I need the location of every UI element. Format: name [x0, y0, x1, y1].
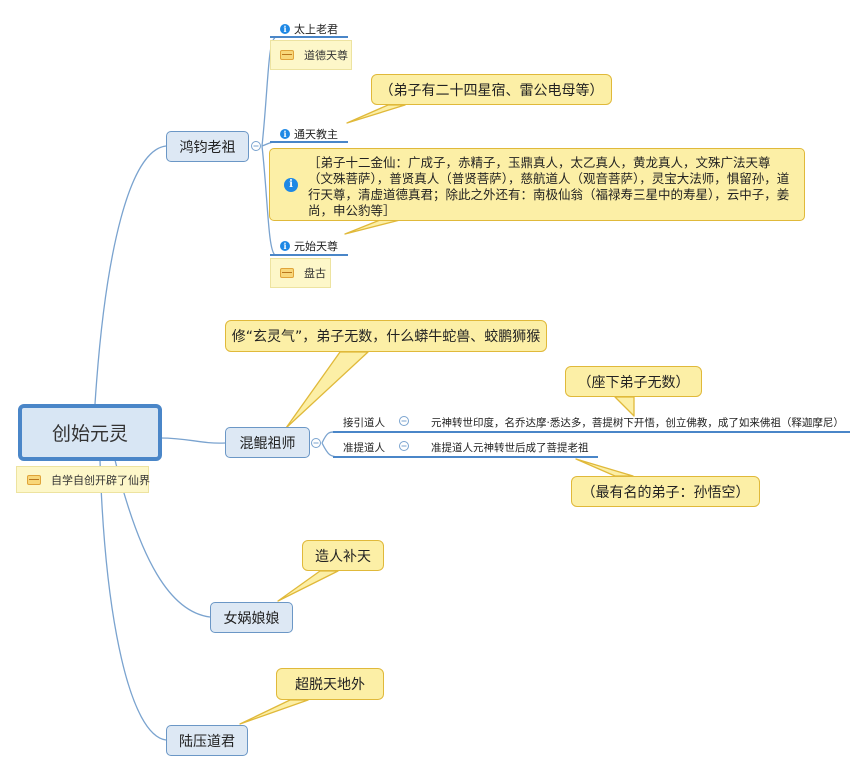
- subtopic-yuanshi-label: 元始天尊: [294, 240, 338, 253]
- callout-nvwa[interactable]: 造人补天: [302, 540, 384, 571]
- detail-jieyin-text: 元神转世印度，名乔达摩·悉达多，菩提树下开悟，创立佛教，成了如来佛祖（释迦摩尼）: [431, 417, 844, 429]
- subtopic-yuanshi[interactable]: i 元始天尊: [280, 238, 338, 254]
- subtopic-jieyin[interactable]: 接引道人: [343, 415, 385, 430]
- topic-luya[interactable]: 陆压道君: [166, 725, 248, 756]
- note-icon: [27, 474, 41, 485]
- topic-nvwa-label: 女娲娘娘: [223, 610, 280, 627]
- callout-pointer-jieyin: [614, 396, 635, 417]
- callout-pointer-luya: [239, 699, 309, 725]
- detail-zhunti[interactable]: 准提道人元神转世后成了菩提老祖: [431, 440, 589, 455]
- callout-tongtian[interactable]: （弟子有二十四星宿、雷公电母等）: [371, 74, 612, 105]
- subtopic-tongtian-label: 通天教主: [294, 128, 338, 141]
- callout-pointer-hunkun: [285, 351, 369, 429]
- subtopic-tongtian[interactable]: i 通天教主: [280, 126, 338, 142]
- info-icon: i: [280, 241, 290, 251]
- root-note[interactable]: 自学自创开辟了仙界: [16, 466, 150, 493]
- topic-hunkun[interactable]: 混鲲祖师: [225, 427, 310, 458]
- callout-tongtian-text: （弟子有二十四星宿、雷公电母等）: [379, 82, 604, 99]
- callout-zhunti[interactable]: （最有名的弟子：孙悟空）: [571, 476, 760, 507]
- note-taishang[interactable]: 道德天尊: [270, 40, 352, 70]
- info-icon: i: [280, 129, 290, 139]
- branch-line-luya: [99, 459, 167, 741]
- callout-yuanshi[interactable]: i ［弟子十二金仙：广成子，赤精子，玉鼎真人，太乙真人，黄龙真人，文殊广法天尊（…: [269, 148, 805, 221]
- branch-line-hunkun: [159, 437, 226, 444]
- callout-zhunti-text: （最有名的弟子：孙悟空）: [581, 484, 750, 501]
- root-topic-label: 创始元灵: [51, 423, 128, 445]
- callout-hunkun-text: 修“玄灵气”，弟子无数，什么蟒牛蛇兽、蛟鹏狮猴: [231, 329, 541, 345]
- info-icon: i: [284, 177, 298, 192]
- topic-hongjun-label: 鸿钧老祖: [179, 139, 236, 156]
- callout-luya[interactable]: 超脱天地外: [276, 668, 384, 700]
- branch-line-zhunti: [321, 442, 341, 458]
- callout-pointer-zhunti: [575, 458, 634, 477]
- detail-jieyin[interactable]: 元神转世印度，名乔达摩·悉达多，菩提树下开悟，创立佛教，成了如来佛祖（释迦摩尼）: [431, 415, 844, 430]
- note-yuanshi[interactable]: 盘古: [270, 258, 331, 288]
- callout-luya-text: 超脱天地外: [295, 677, 365, 693]
- branch-line-nvwa: [114, 459, 211, 618]
- subtopic-zhunti[interactable]: 准提道人: [343, 440, 385, 455]
- callout-jieyin-text: （座下弟子无数）: [577, 374, 690, 391]
- detail-zhunti-text: 准提道人元神转世后成了菩提老祖: [431, 442, 589, 454]
- note-taishang-text: 道德天尊: [304, 49, 348, 62]
- note-icon: [280, 50, 294, 60]
- info-icon: i: [280, 24, 290, 34]
- branch-line-jieyin: [321, 431, 341, 444]
- callout-pointer-yuanshi: [344, 219, 401, 235]
- topic-luya-label: 陆压道君: [179, 733, 235, 750]
- root-topic[interactable]: 创始元灵: [18, 404, 162, 461]
- subtopic-taishang-label: 太上老君: [294, 23, 338, 36]
- note-yuanshi-text: 盘古: [304, 267, 326, 280]
- topic-hunkun-label: 混鲲祖师: [239, 435, 296, 452]
- callout-pointer-tongtian: [346, 104, 406, 124]
- callout-pointer-nvwa: [277, 570, 339, 602]
- callout-jieyin[interactable]: （座下弟子无数）: [565, 366, 702, 397]
- subtopic-taishang[interactable]: i 太上老君: [280, 21, 338, 37]
- topic-hongjun[interactable]: 鸿钧老祖: [166, 131, 249, 162]
- branch-line-yuanshi: [261, 145, 276, 256]
- subtopic-zhunti-label: 准提道人: [343, 442, 385, 454]
- callout-nvwa-text: 造人补天: [315, 548, 371, 565]
- topic-nvwa[interactable]: 女娲娘娘: [210, 602, 293, 633]
- root-note-text: 自学自创开辟了仙界: [51, 473, 150, 487]
- callout-hunkun[interactable]: 修“玄灵气”，弟子无数，什么蟒牛蛇兽、蛟鹏狮猴: [225, 320, 547, 352]
- callout-yuanshi-text: ［弟子十二金仙：广成子，赤精子，玉鼎真人，太乙真人，黄龙真人，文殊广法天尊（文殊…: [308, 155, 790, 218]
- subtopic-jieyin-label: 接引道人: [343, 417, 385, 429]
- note-icon: [280, 268, 294, 278]
- branch-line-hongjun: [94, 145, 167, 405]
